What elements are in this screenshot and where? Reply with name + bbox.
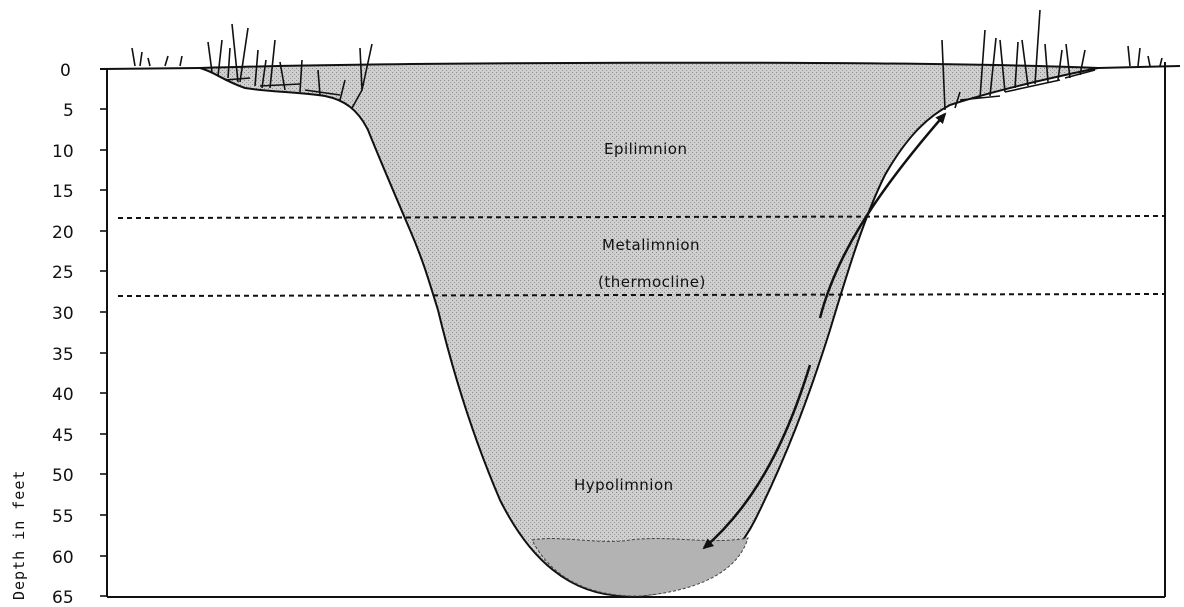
y-tick-label: 30 bbox=[52, 304, 74, 324]
epilimnion-metalimnion-boundary bbox=[118, 216, 1165, 218]
y-tick-label: 10 bbox=[52, 142, 74, 162]
y-tick-label: 45 bbox=[52, 426, 74, 446]
y-tick-label: 40 bbox=[52, 385, 74, 405]
y-tick-label: 55 bbox=[52, 507, 74, 527]
y-tick-label: 25 bbox=[52, 263, 74, 283]
y-tick-label: 65 bbox=[52, 588, 74, 607]
y-tick-label: 5 bbox=[63, 101, 74, 121]
y-tick-label: 20 bbox=[52, 223, 74, 243]
thermocline-label: (thermocline) bbox=[598, 273, 706, 291]
metalimnion-hypolimnion-boundary bbox=[118, 294, 1165, 296]
bottom-sediment bbox=[532, 538, 748, 596]
epilimnion-label: Epilimnion bbox=[604, 140, 687, 158]
y-tick-label: 0 bbox=[60, 61, 71, 81]
y-tick-label: 60 bbox=[52, 548, 74, 568]
y-tick-label: 15 bbox=[52, 182, 74, 202]
y-tick-label: 50 bbox=[52, 466, 74, 486]
y-axis-title: Depth in feet bbox=[10, 470, 28, 600]
y-tick-label: 35 bbox=[52, 345, 74, 365]
metalimnion-label: Metalimnion bbox=[602, 236, 700, 254]
hypolimnion-label: Hypolimnion bbox=[574, 476, 674, 494]
y-axis: 0 5 10 15 20 25 30 35 40 45 50 55 60 65 bbox=[52, 61, 107, 607]
y-ticks bbox=[100, 69, 107, 596]
